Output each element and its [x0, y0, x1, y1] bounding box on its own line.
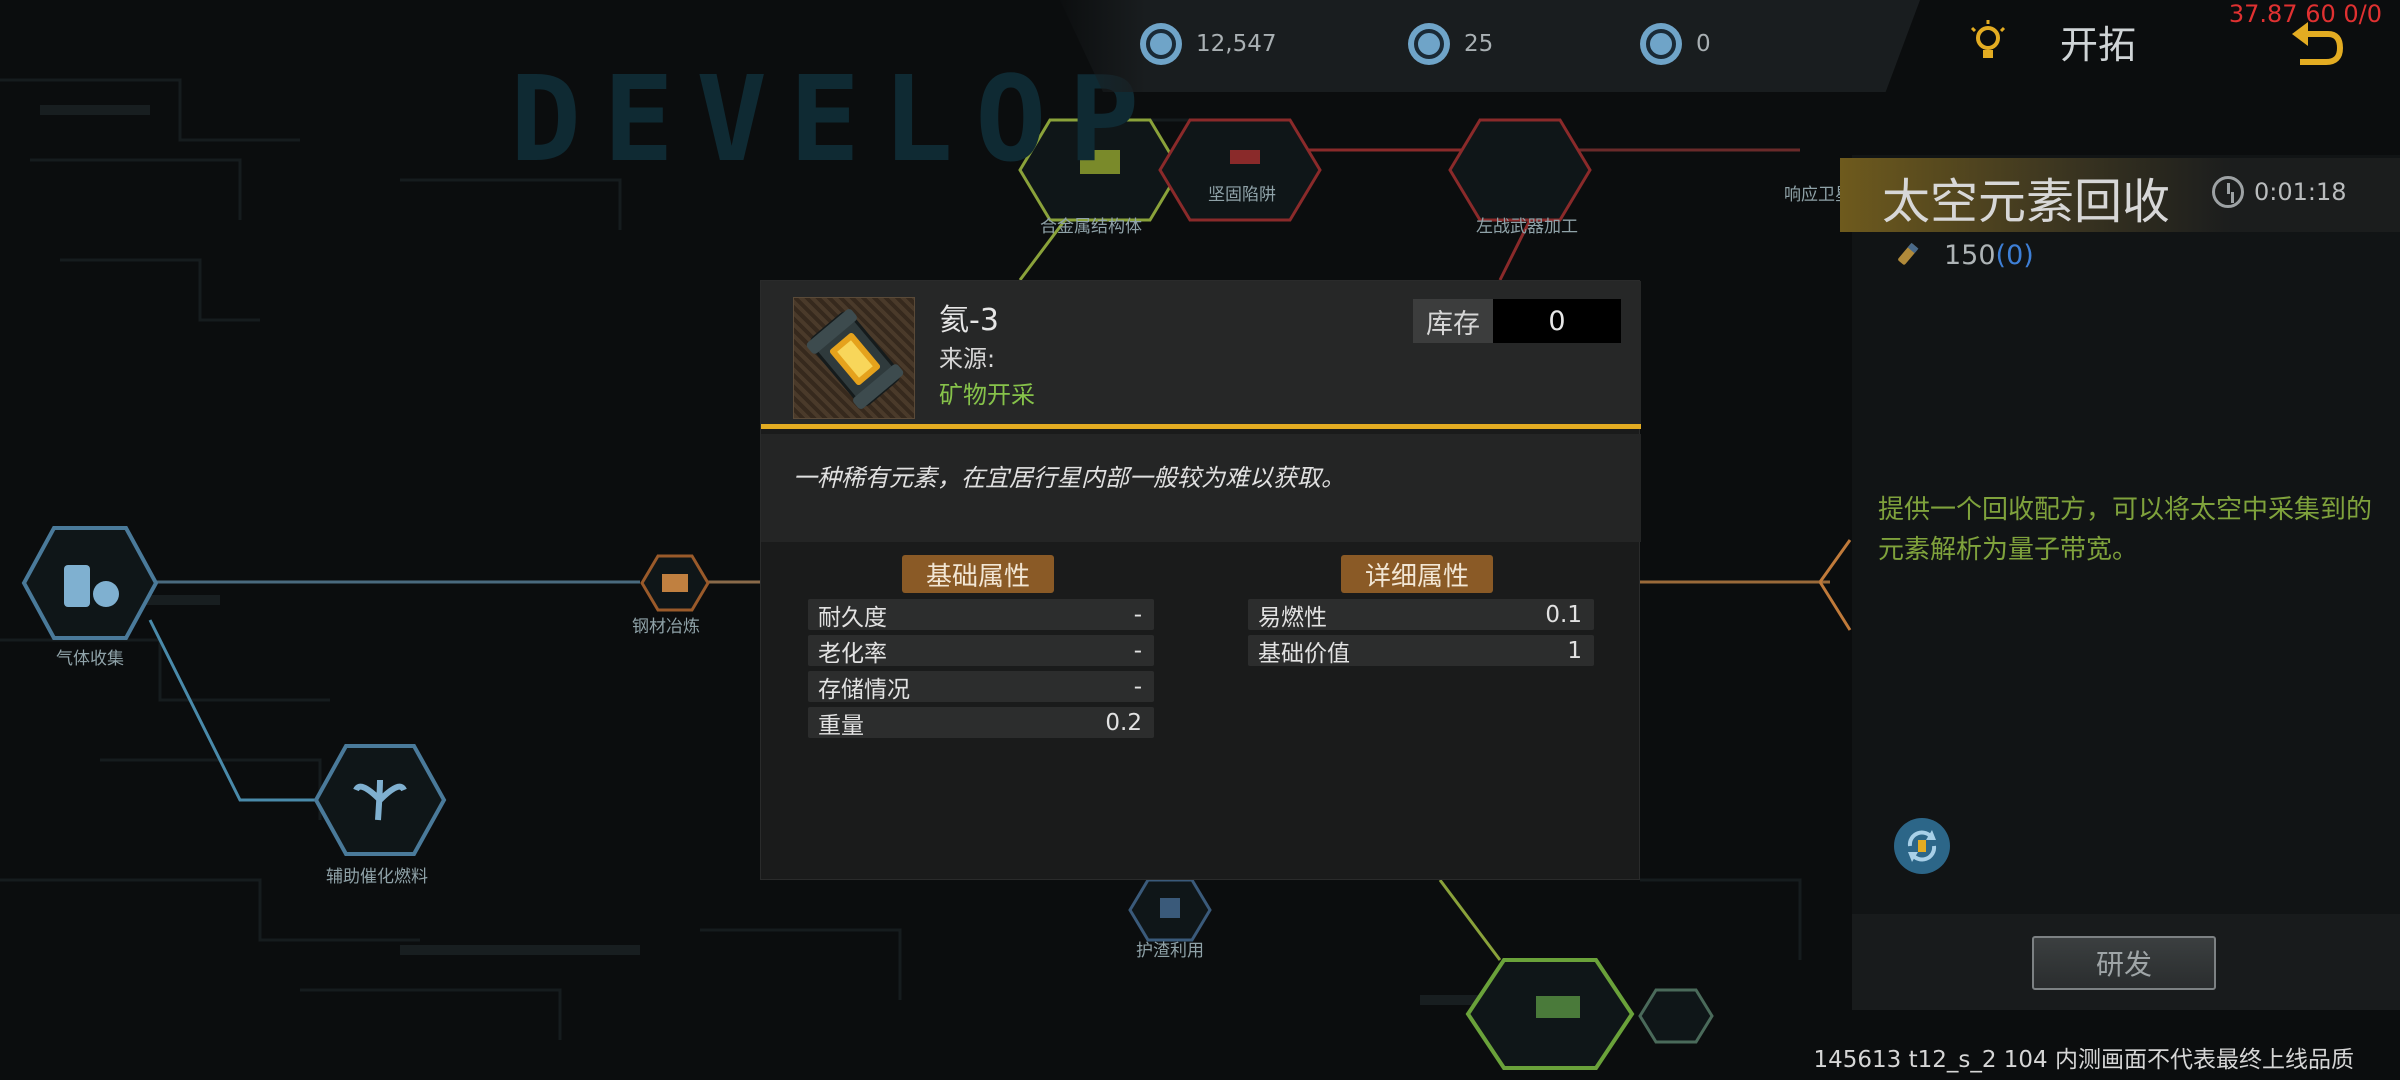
item-header: 氦-3 来源: 矿物开采 库存 0: [761, 281, 1641, 429]
research-panel: [1852, 155, 2400, 1010]
research-title: 太空元素回收: [1882, 174, 2171, 230]
item-source-label: 来源:: [939, 345, 996, 373]
attr-value: -: [1133, 673, 1142, 700]
node-label-alloy: 合金属结构体: [1040, 217, 1142, 237]
resource-helmet: 25: [1408, 20, 1493, 68]
item-description: 一种稀有元素，在宜居行星内部一般较为难以获取。: [793, 464, 1345, 492]
item-name: 氦-3: [939, 303, 999, 338]
attr-durability: 耐久度 -: [808, 599, 1154, 631]
attr-base-value: 基础价值 1: [1248, 635, 1594, 667]
gear-token-icon: [1640, 23, 1682, 65]
stock-label: 库存: [1413, 299, 1493, 343]
research-cost: 150(0): [1892, 240, 2034, 271]
item-source-value[interactable]: 矿物开采: [939, 381, 1035, 409]
research-description: 提供一个回收配方，可以将太空中采集到的元素解析为量子带宽。: [1878, 495, 2373, 565]
research-timer: 0:01:18: [2212, 176, 2347, 208]
credit-coin-icon: [1140, 23, 1182, 65]
attr-storage: 存储情况 -: [808, 671, 1154, 703]
resource-gear: 0: [1640, 20, 1711, 68]
attr-value: 1: [1567, 637, 1582, 664]
recycle-icon[interactable]: [1894, 818, 1950, 874]
attr-name: 耐久度: [818, 604, 887, 631]
node-label-gas: 气体收集: [56, 649, 124, 669]
back-button[interactable]: [2290, 22, 2346, 72]
clock-icon: [2212, 176, 2244, 208]
research-panel-header: [1840, 158, 2400, 232]
node-label-sturdy: 坚固陷阱: [1208, 185, 1276, 205]
helium-canister-icon: [806, 309, 904, 409]
research-button[interactable]: 研发: [2032, 936, 2216, 990]
resource-helmet-value: 25: [1464, 31, 1494, 57]
node-label-signal: 响应卫星: [1784, 185, 1852, 205]
node-label-steel: 钢材冶炼: [632, 617, 700, 637]
resource-gear-value: 0: [1696, 31, 1711, 57]
attr-value: 0.1: [1545, 601, 1582, 628]
node-label-plant: 辅助催化燃料: [326, 867, 428, 887]
resource-credits: 12,547: [1140, 20, 1276, 68]
lightbulb-icon[interactable]: [1968, 20, 2008, 64]
stock-box: 库存 0: [1413, 299, 1621, 343]
attr-value: -: [1133, 601, 1142, 628]
attr-name: 存储情况: [818, 676, 910, 703]
attr-value: 0.2: [1105, 709, 1142, 736]
recycle-arrows-icon: [1907, 830, 1937, 862]
helmet-token-icon: [1408, 23, 1450, 65]
resource-credits-value: 12,547: [1196, 31, 1277, 57]
attr-aging-rate: 老化率 -: [808, 635, 1154, 667]
build-info: 145613 t12_s_2 104 内测画面不代表最终上线品质: [1813, 1047, 2354, 1073]
research-cost-owned: (0): [1995, 240, 2034, 271]
develop-watermark: DEVELOP: [510, 50, 1162, 188]
node-label-reuse: 护渣利用: [1136, 941, 1204, 961]
item-detail-dialog: 氦-3 来源: 矿物开采 库存 0 一种稀有元素，在宜居行星内部一般较为难以获取…: [760, 280, 1641, 880]
resource-bar: [1060, 0, 1920, 92]
detail-attrs-title: 详细属性: [1341, 555, 1494, 593]
page-title: 开拓: [2060, 23, 2137, 67]
attr-weight: 重量 0.2: [808, 707, 1154, 739]
research-cost-amount: 150: [1944, 240, 1996, 271]
attr-name: 易燃性: [1258, 604, 1327, 631]
pen-icon: [1898, 242, 1919, 265]
debug-fps-readout: 37.87 60 0/0: [2228, 0, 2382, 28]
item-description-box: 一种稀有元素，在宜居行星内部一般较为难以获取。: [761, 434, 1641, 542]
attr-name: 老化率: [818, 640, 887, 667]
node-label-weapon: 左战武器加工: [1476, 217, 1578, 237]
attr-value: -: [1133, 637, 1142, 664]
attr-name: 基础价值: [1258, 640, 1350, 667]
attr-name: 重量: [818, 712, 864, 739]
attr-flammability: 易燃性 0.1: [1248, 599, 1594, 631]
basic-attrs-title: 基础属性: [902, 555, 1055, 593]
research-timer-value: 0:01:18: [2254, 178, 2347, 206]
item-image: [793, 297, 915, 419]
stock-value: 0: [1493, 299, 1621, 343]
